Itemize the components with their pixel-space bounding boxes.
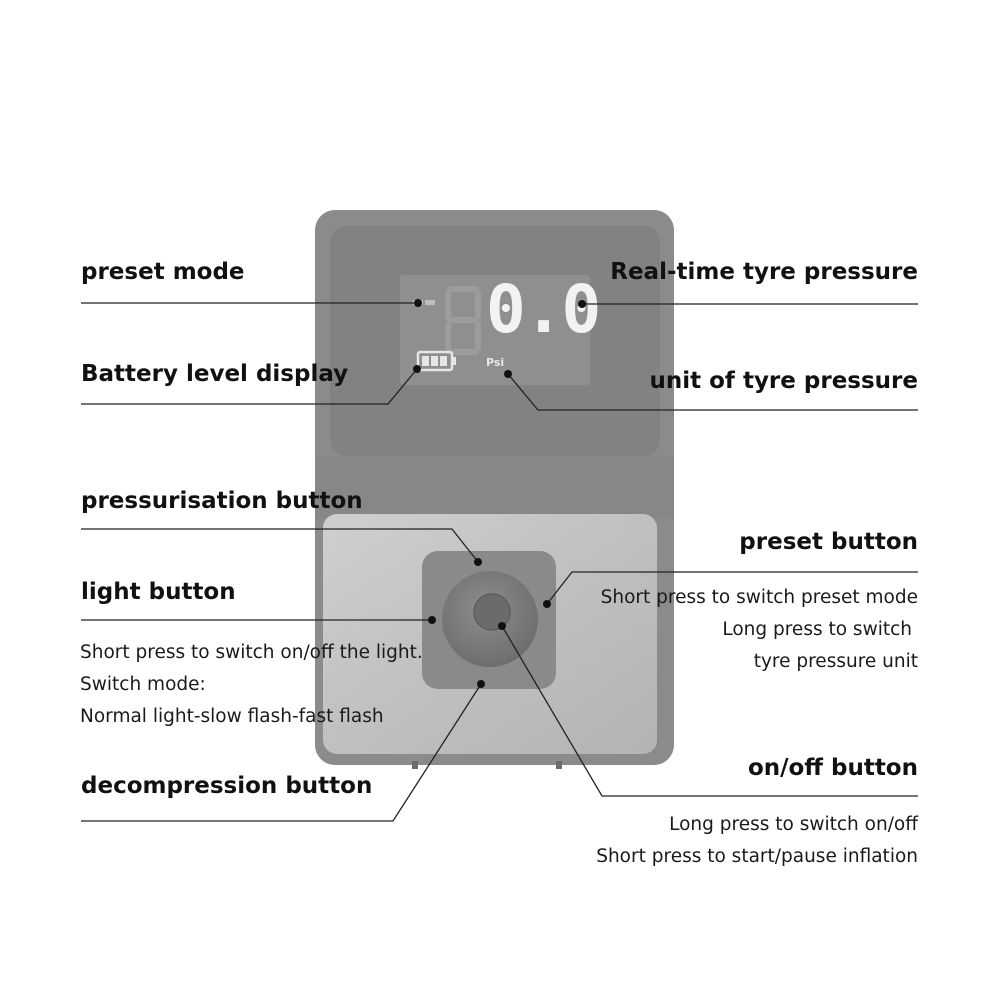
label-onoff-button: on/off button [747, 755, 918, 781]
label-preset-mode: preset mode [81, 259, 245, 285]
label-light-button: light button [81, 579, 236, 605]
note-light-line: Switch mode: [80, 674, 206, 695]
leader-preset-button [546, 571, 918, 605]
dot-unit [504, 370, 512, 378]
foot-left [412, 761, 418, 769]
ghost-digit-segments [445, 286, 481, 355]
center-button-dimple [473, 593, 511, 631]
note-preset: Short press to switch preset mode Long p… [601, 582, 918, 678]
dot-onoff [498, 622, 506, 630]
note-preset-line: Short press to switch preset mode [600, 587, 918, 608]
leader-unit [507, 373, 918, 411]
label-realtime-pressure: Real-time tyre pressure [610, 259, 918, 285]
pressure-reading: 0.0 [486, 271, 601, 348]
label-preset-button: preset button [739, 529, 918, 555]
dot-battery [413, 365, 421, 373]
pressure-unit: Psi [486, 356, 505, 369]
dot-decompression [477, 680, 485, 688]
note-light: Short press to switch on/off the light. … [80, 637, 423, 733]
label-pressurisation-button: pressurisation button [81, 488, 363, 514]
dot-pressurisation [474, 558, 482, 566]
dot-preset-button [543, 600, 551, 608]
note-preset-line: tyre pressure unit [753, 651, 918, 672]
note-preset-line: Long press to switch [722, 619, 912, 640]
note-onoff-line: Short press to start/pause inflation [596, 846, 918, 867]
note-light-line: Normal light-slow flash-fast flash [80, 706, 384, 727]
label-decompression-button: decompression button [81, 773, 373, 799]
dot-preset-mode [414, 299, 422, 307]
leader-decompression [81, 683, 482, 822]
leader-onoff [501, 625, 918, 797]
label-unit-pressure: unit of tyre pressure [649, 368, 919, 394]
dot-realtime-pressure [578, 300, 586, 308]
note-onoff: Long press to switch on/off Short press … [596, 809, 918, 873]
mid-band [315, 456, 674, 518]
leader-battery [81, 368, 418, 405]
note-onoff-line: Long press to switch on/off [669, 814, 918, 835]
note-light-line: Short press to switch on/off the light. [80, 642, 423, 663]
foot-right [556, 761, 562, 769]
battery-icon [416, 350, 456, 372]
dot-light [428, 616, 436, 624]
leader-pressurisation [81, 528, 479, 563]
label-battery-level: Battery level display [81, 361, 349, 387]
